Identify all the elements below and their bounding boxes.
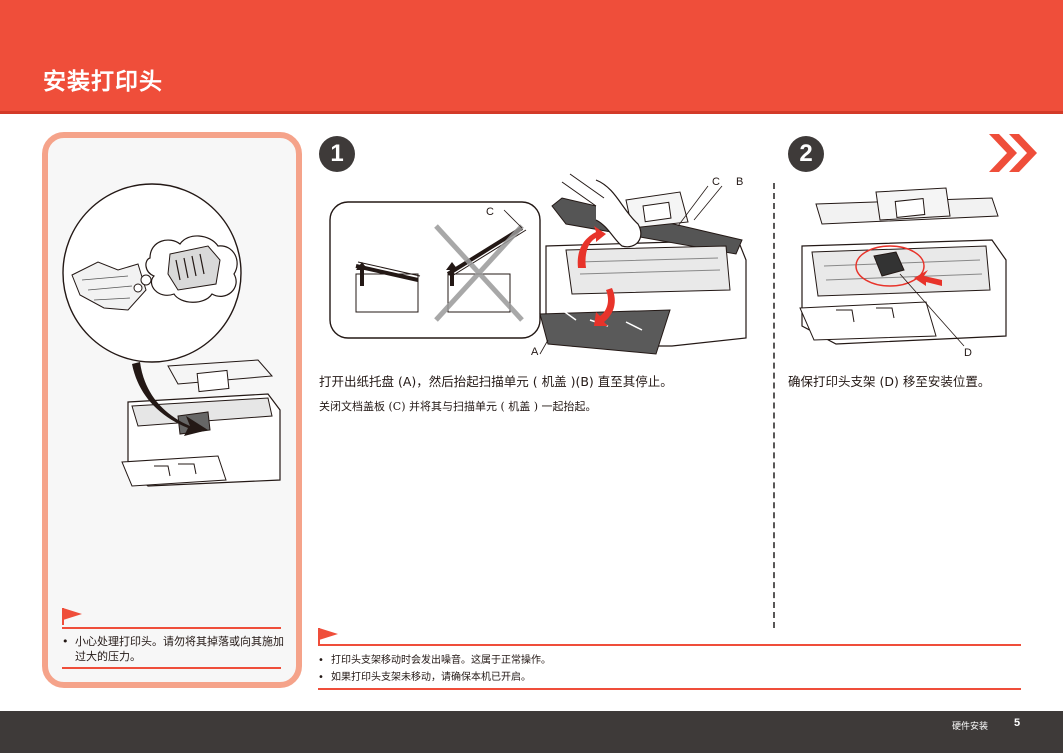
bullet-icon: • bbox=[318, 672, 324, 683]
page-number: 5 bbox=[1014, 717, 1021, 729]
step-2-badge: 2 bbox=[788, 136, 824, 172]
cross-mark-icon bbox=[434, 224, 524, 322]
next-page-arrows-icon bbox=[989, 134, 1037, 172]
list-item: • 小心处理打印头。请勿将其掉落或向其施加过大的压力。 bbox=[62, 634, 284, 664]
step-divider bbox=[773, 183, 775, 628]
note-rule-top bbox=[318, 644, 1021, 646]
footer-bar bbox=[0, 711, 1063, 753]
bullet-icon: • bbox=[318, 655, 324, 666]
printhead-install-illustration bbox=[62, 183, 281, 487]
label-a: A bbox=[531, 346, 539, 358]
warning-flag-icon bbox=[318, 628, 338, 645]
label-c: C bbox=[712, 176, 720, 188]
arrow-up-icon bbox=[356, 262, 368, 286]
footer-section-label: 硬件安装 bbox=[952, 722, 989, 732]
list-item: • 打印头支架移动时会发出噪音。这属于正常操作。 bbox=[318, 652, 551, 669]
list-item: • 如果打印头支架未移动，请确保本机已开启。 bbox=[318, 669, 551, 686]
step2-illustration: D bbox=[799, 187, 1007, 358]
page-title: 安装打印头 bbox=[43, 69, 163, 95]
step1-sub-instruction: 关闭文档盖板 (C) 并将其与扫描单元 ( 机盖 ) 一起抬起。 bbox=[319, 400, 597, 413]
note-rule-bottom bbox=[318, 688, 1021, 690]
note-text: 如果打印头支架未移动，请确保本机已开启。 bbox=[331, 672, 531, 683]
label-d: D bbox=[964, 347, 972, 358]
step-1-badge: 1 bbox=[319, 136, 355, 172]
label-b: B bbox=[736, 176, 743, 188]
bottom-notes: • 打印头支架移动时会发出噪音。这属于正常操作。 • 如果打印头支架未移动，请确… bbox=[318, 652, 551, 686]
side-caution-note: • 小心处理打印头。请勿将其掉落或向其施加过大的压力。 bbox=[62, 634, 284, 664]
header-underline bbox=[0, 111, 1063, 114]
side-note-text: 小心处理打印头。请勿将其掉落或向其施加过大的压力。 bbox=[75, 635, 284, 663]
step1-illustration: C C B A bbox=[329, 173, 747, 358]
warning-flag-icon bbox=[62, 608, 82, 625]
step2-instruction: 确保打印头支架 (D) 移至安装位置。 bbox=[788, 374, 991, 389]
header-bar bbox=[0, 0, 1063, 111]
note-text: 打印头支架移动时会发出噪音。这属于正常操作。 bbox=[331, 655, 551, 666]
label-c-inset: C bbox=[486, 206, 494, 218]
side-note-rule-bottom bbox=[62, 667, 281, 669]
step1-instruction: 打开出纸托盘 (A)，然后抬起扫描单元 ( 机盖 )(B) 直至其停止。 bbox=[319, 374, 673, 389]
side-note-rule-top bbox=[62, 627, 281, 629]
bullet-icon: • bbox=[62, 635, 69, 648]
